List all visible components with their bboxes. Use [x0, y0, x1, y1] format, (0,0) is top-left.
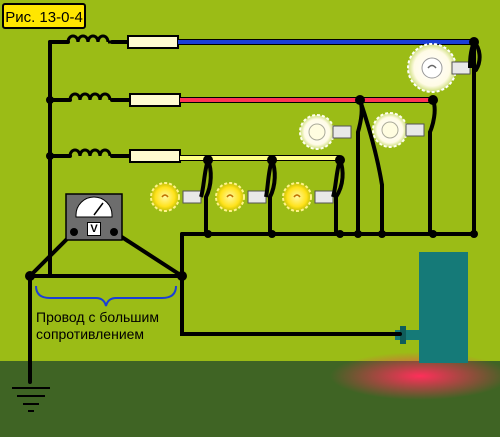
- fuse-icon: [127, 35, 181, 163]
- lamp-icon: [372, 112, 425, 148]
- junction-dots: [25, 37, 479, 281]
- ground-electrode-icon: [395, 252, 468, 363]
- hot-spot: [330, 352, 500, 400]
- lamp-icon: [299, 114, 352, 150]
- caption: Провод с большим сопротивлением: [36, 309, 159, 342]
- lamp-icon: [215, 182, 267, 212]
- lamp-feed-wires: [199, 41, 476, 198]
- lamp-icon: [150, 182, 202, 212]
- coil-icon: [66, 34, 112, 157]
- bracket: [35, 285, 177, 307]
- lamp-icon: [282, 182, 334, 212]
- ground-icon: [12, 387, 50, 412]
- lamp-icon: [407, 43, 471, 93]
- figure-label: Рис. 13-0-4: [2, 3, 86, 29]
- voltmeter-letter: V: [87, 222, 101, 236]
